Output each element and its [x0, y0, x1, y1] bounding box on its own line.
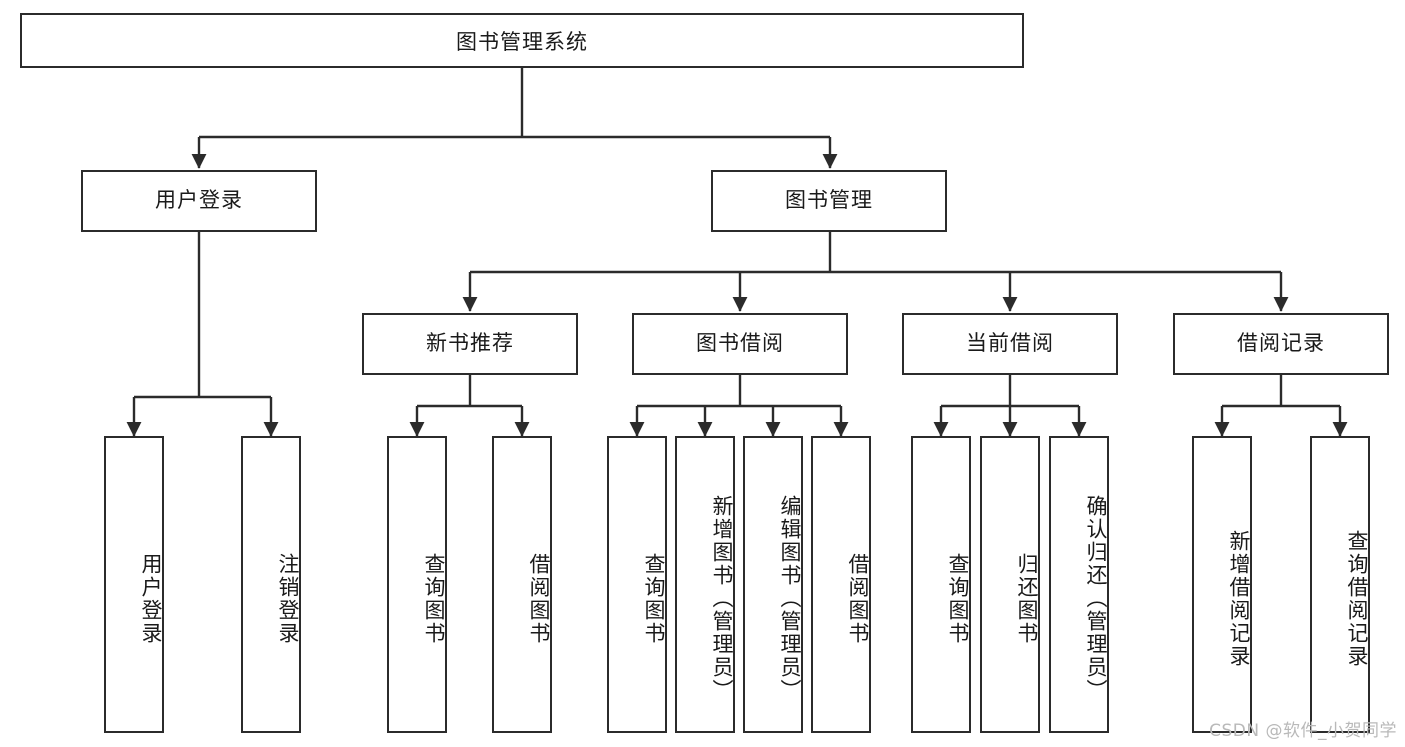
leaf-br-add-record[interactable]: 新增借阅记录 — [1192, 436, 1252, 733]
leaf-nb-query-book[interactable]: 查询图书 — [387, 436, 447, 733]
leaf-cb-query-book[interactable]: 查询图书 — [911, 436, 971, 733]
node-label: 编辑图书（管理员） — [778, 495, 802, 702]
node-label: 确认归还（管理员） — [1084, 495, 1108, 702]
node-label: 借阅图书 — [527, 552, 551, 645]
node-label: 新增借阅记录 — [1227, 529, 1251, 668]
leaf-cb-return-book[interactable]: 归还图书 — [980, 436, 1040, 733]
node-label: 查询借阅记录 — [1345, 529, 1369, 668]
node-label: 注销登录 — [276, 552, 300, 645]
node-label: 图书借阅 — [696, 331, 784, 356]
node-label: 借阅图书 — [846, 552, 870, 645]
node-label: 新书推荐 — [426, 331, 514, 356]
node-label: 当前借阅 — [966, 331, 1054, 356]
node-label: 查询图书 — [422, 552, 446, 645]
node-borrow-record[interactable]: 借阅记录 — [1173, 313, 1389, 375]
node-user-login[interactable]: 用户登录 — [81, 170, 317, 232]
leaf-nb-borrow-book[interactable]: 借阅图书 — [492, 436, 552, 733]
node-label: 图书管理系统 — [456, 29, 588, 54]
node-label: 用户登录 — [139, 552, 163, 645]
node-label: 查询图书 — [642, 552, 666, 645]
node-book-management[interactable]: 图书管理 — [711, 170, 947, 232]
leaf-bb-borrow-book[interactable]: 借阅图书 — [811, 436, 871, 733]
leaf-logout[interactable]: 注销登录 — [241, 436, 301, 733]
node-new-book-recommend[interactable]: 新书推荐 — [362, 313, 578, 375]
node-label: 新增图书（管理员） — [710, 495, 734, 702]
leaf-cb-confirm-return-admin[interactable]: 确认归还（管理员） — [1049, 436, 1109, 733]
leaf-bb-edit-book-admin[interactable]: 编辑图书（管理员） — [743, 436, 803, 733]
node-label: 用户登录 — [155, 188, 243, 213]
leaf-bb-query-book[interactable]: 查询图书 — [607, 436, 667, 733]
csdn-watermark: CSDN @软件_小贺同学 — [1209, 721, 1397, 741]
node-current-borrow[interactable]: 当前借阅 — [902, 313, 1118, 375]
node-label: 归还图书 — [1015, 552, 1039, 645]
node-label: 查询图书 — [946, 552, 970, 645]
node-root-system[interactable]: 图书管理系统 — [20, 13, 1024, 68]
leaf-bb-add-book-admin[interactable]: 新增图书（管理员） — [675, 436, 735, 733]
node-book-borrow[interactable]: 图书借阅 — [632, 313, 848, 375]
node-label: 借阅记录 — [1237, 331, 1325, 356]
leaf-user-login[interactable]: 用户登录 — [104, 436, 164, 733]
node-label: 图书管理 — [785, 188, 873, 213]
leaf-br-query-record[interactable]: 查询借阅记录 — [1310, 436, 1370, 733]
